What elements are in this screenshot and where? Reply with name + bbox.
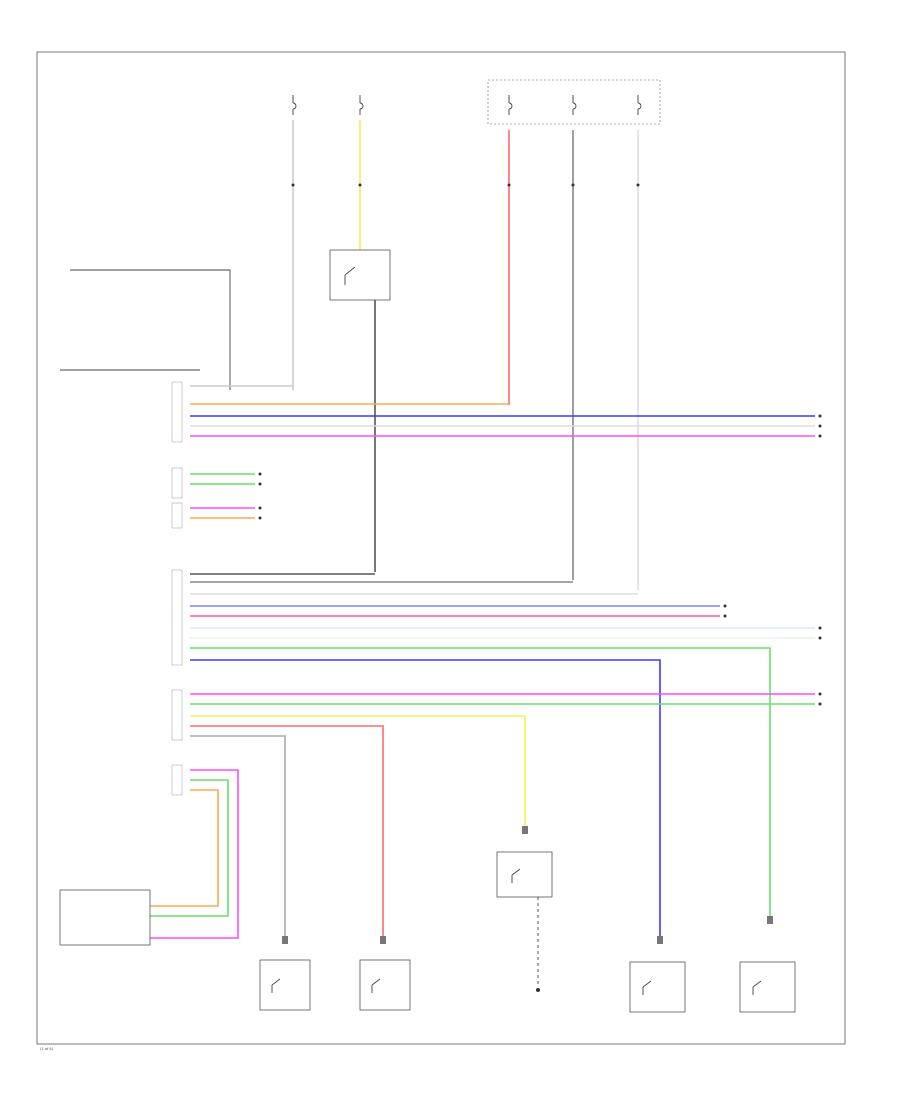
- module-bracket: [70, 269, 231, 390]
- bottom-switches: [259, 959, 796, 1013]
- switch-box-2: [359, 959, 411, 1011]
- fuse-block-outline: [487, 79, 661, 125]
- center-switch-symbol: [511, 868, 521, 883]
- center-ground-dot: [536, 988, 540, 992]
- wire-loop-orange: [150, 789, 219, 907]
- wire-group-2: [190, 473, 255, 519]
- wire-h-red-4: [190, 725, 384, 940]
- switch-box-3: [629, 961, 686, 1013]
- wire-group-3: [190, 573, 815, 940]
- footer-code: (1 of 4): [40, 1047, 54, 1051]
- diagram-frame: [36, 51, 846, 1045]
- connector-markers: [282, 183, 773, 944]
- wire-group-4: [190, 693, 815, 940]
- switch-box-1: [259, 959, 311, 1011]
- top-feed-wires: [292, 120, 639, 590]
- switch-box-4: [739, 961, 796, 1013]
- right-terminals: [258, 414, 822, 706]
- lower-left-module: [59, 889, 151, 946]
- wire-loop-green: [150, 779, 229, 917]
- connector-pins: [171, 381, 183, 796]
- wire-loop-violet: [150, 769, 239, 939]
- top-fuses: [292, 95, 642, 115]
- wire-group-1: [190, 385, 815, 437]
- wire-group-5: [150, 769, 239, 939]
- center-switch-box: [496, 851, 553, 898]
- wire-h-gray-4: [190, 735, 286, 940]
- switch-symbol: [344, 266, 356, 285]
- wire-h-blue-3: [190, 659, 661, 940]
- switch-box: [329, 249, 391, 301]
- wire-h-yellow-4: [190, 715, 526, 830]
- wire-h-green-3: [190, 647, 771, 920]
